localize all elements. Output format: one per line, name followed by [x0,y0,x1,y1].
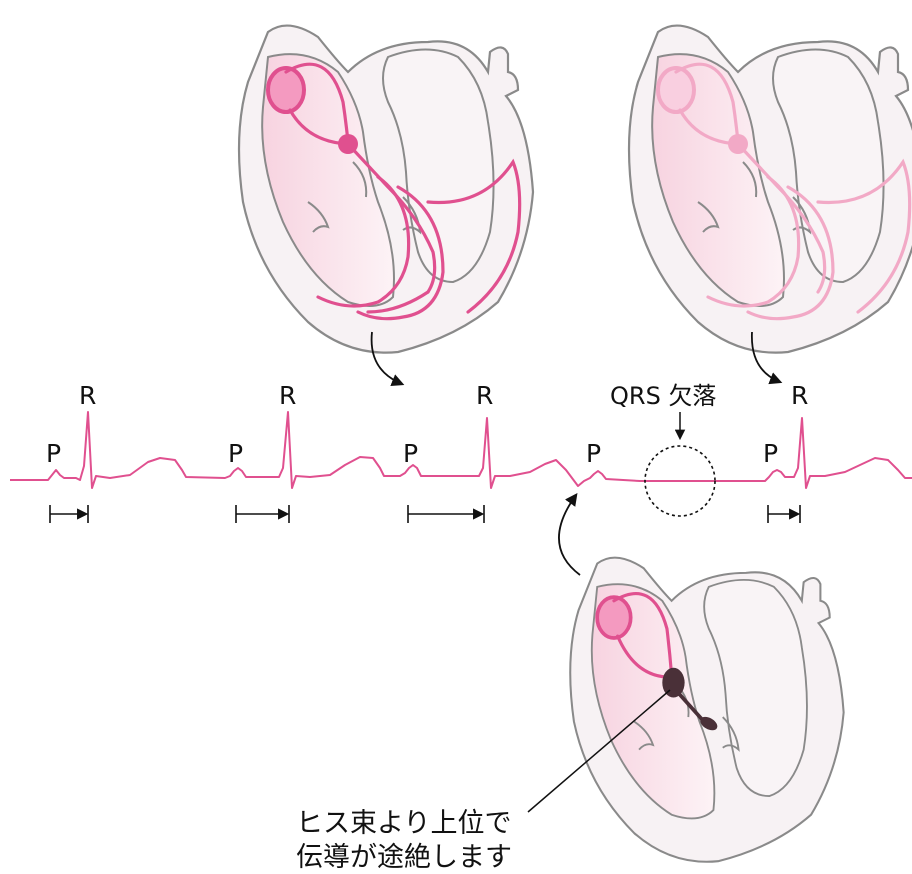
pr-interval-5 [768,505,800,523]
p-wave-label: P [586,439,601,468]
pr-interval-3 [408,505,484,523]
p-wave-label: P [228,439,243,468]
pr-interval-2 [236,505,289,523]
av-node-top-right [728,134,748,154]
av-node-top-left [338,134,358,154]
arrow-heart-bottom-to-ecg [559,495,580,575]
heart-bottom [570,558,843,862]
pr-interval-markers [50,505,800,523]
heart-top-right [629,26,912,353]
caption-line-1: ヒス束より上位で [296,808,511,839]
r-wave-label: R [79,381,96,410]
p-wave-label: P [763,439,778,468]
heart-top-left [239,26,533,353]
r-wave-label: R [476,381,493,410]
pr-interval-1 [50,505,88,523]
p-wave-label: P [46,439,61,468]
r-wave-label: R [279,381,296,410]
caption-line-2: 伝導が途絶します [296,842,512,873]
p-wave-label: P [403,439,418,468]
r-wave-label: R [791,381,808,410]
qrs-dropped-label: QRS 欠落 [610,382,716,410]
